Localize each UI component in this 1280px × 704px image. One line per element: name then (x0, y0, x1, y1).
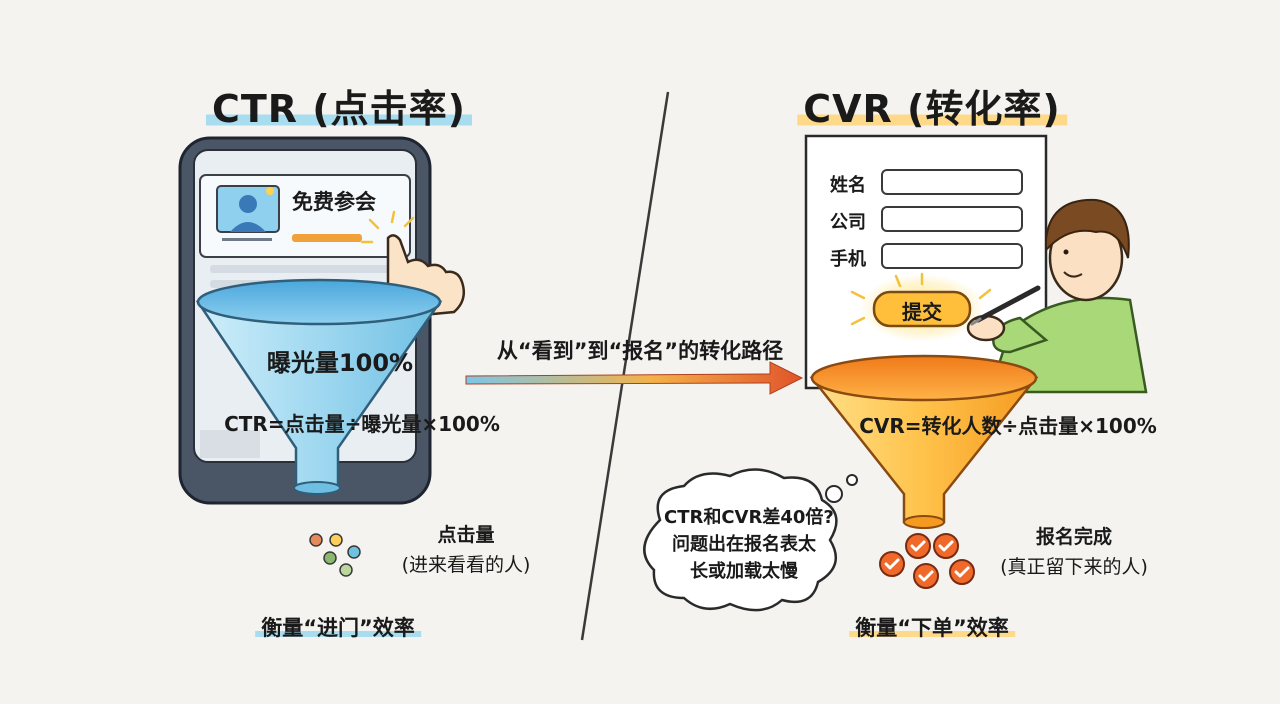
thought-bubble (643, 468, 858, 612)
submit-button-shape (872, 290, 972, 328)
cvr-formula: CVR=转化人数÷点击量×100% (859, 414, 1157, 438)
ad-title: 免费参会 (292, 190, 376, 214)
ctr-title: CTR (点击率) (205, 78, 473, 133)
conversion-path-arrow (465, 361, 804, 395)
conversion-path-label: 从“看到”到“报名”的转化路径 (496, 339, 784, 363)
thought-text: CTR和CVR差40倍? 问题出在报名表太 长或加载太慢 (664, 504, 834, 585)
orange-funnel (809, 354, 1039, 529)
person-illustration (966, 198, 1148, 394)
center-divider (580, 91, 670, 641)
ctr-footer: 衡量“进门”效率 (255, 612, 421, 642)
form-label-name: 姓名 (830, 175, 866, 196)
phone-input-box (881, 243, 1023, 269)
cvr-title: CVR (转化率) (797, 78, 1067, 133)
signup-output-desc: (真正留下来的人) (1000, 556, 1148, 578)
form-label-company: 公司 (830, 212, 866, 233)
click-output-desc: (进来看看的人) (401, 554, 531, 576)
completed-signup-checks (879, 533, 975, 589)
signup-output-title: 报名完成 (1035, 526, 1113, 548)
thought-line-1: CTR和CVR差40倍? (664, 507, 834, 528)
ctr-formula: CTR=点击量÷曝光量×100% (224, 412, 500, 436)
ad-cta-bar (292, 234, 362, 242)
form-label-phone: 手机 (830, 249, 866, 270)
funnel-top-label: 曝光量100% (266, 349, 414, 377)
blue-funnel (195, 278, 443, 495)
thought-line-3: 长或加载太慢 (690, 561, 798, 582)
company-input-box (881, 206, 1023, 232)
submit-button[interactable]: 提交 (902, 300, 942, 324)
click-output-dots (309, 533, 361, 577)
name-input-box (881, 169, 1023, 195)
cvr-footer: 衡量“下单”效率 (849, 612, 1015, 642)
thought-line-2: 问题出在报名表太 (672, 534, 816, 555)
click-output-title: 点击量 (437, 524, 495, 546)
